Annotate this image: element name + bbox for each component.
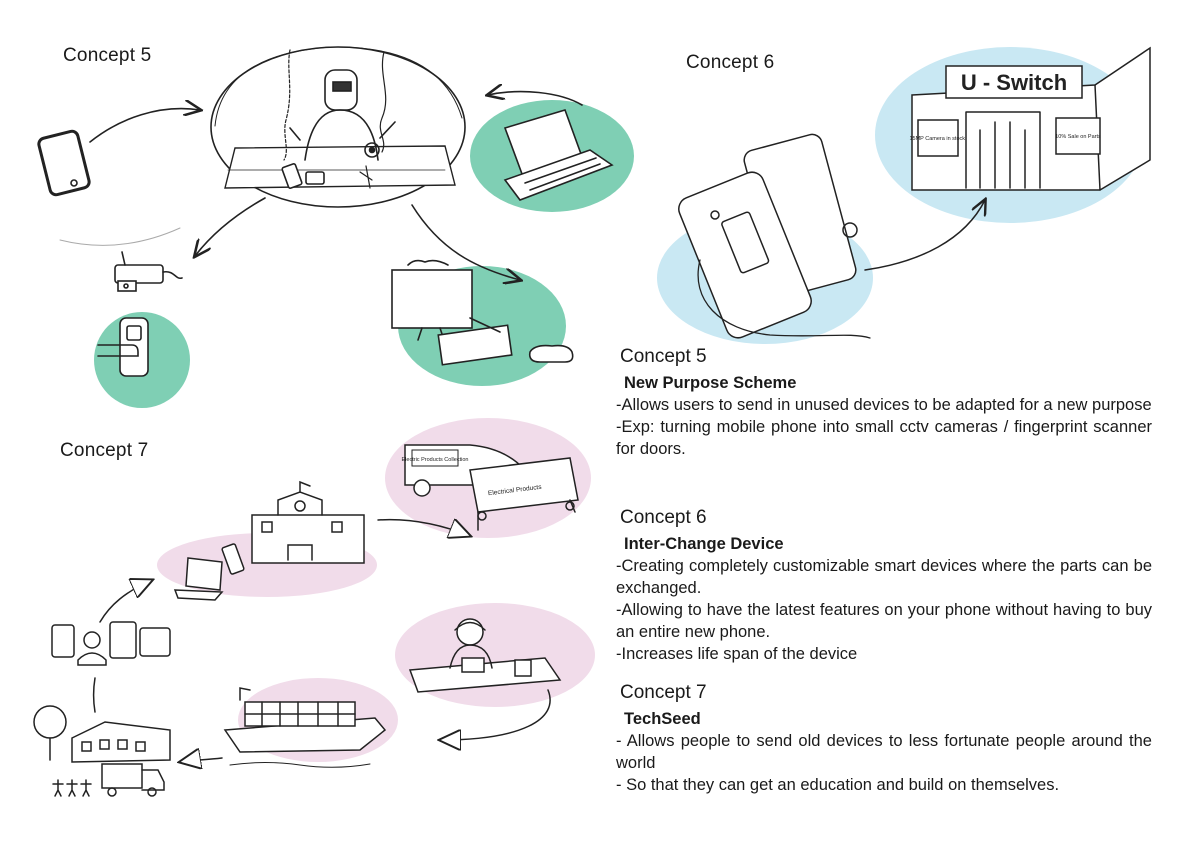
cctv-camera-icon [114,251,183,292]
camera-poster-text: 15MP Camera in stock! [909,136,967,142]
concept5-sketch [37,46,634,408]
arrow-to-cctv [195,197,266,256]
arrow-tablet-to-workshop [89,109,200,143]
projector-screen-icon [391,259,513,366]
concept5-title: Concept 5 [63,45,152,66]
arrow-ship-to-village [180,758,223,762]
concept6-line3: -Increases life span of the device [616,645,858,663]
concept6-description: Concept 6 Inter-Change Device -Creating … [612,507,1152,665]
concept5-subheading: New Purpose Scheme [624,374,797,392]
concept6-sketch [657,46,1151,344]
arrow-phone-to-store [864,200,985,271]
concept5-line1: -Allows users to send in unused devices … [616,396,1152,414]
concept7-sketch [33,418,595,797]
concept5-description: Concept 5 New Purpose Scheme -Allows use… [612,346,1152,460]
concept6-line1: -Creating completely customizable smart … [616,557,1152,597]
concept6-heading: Concept 6 [620,507,707,528]
school-building [251,480,365,564]
concept6-line2: -Allowing to have the latest features on… [616,601,1152,641]
repair-worker [408,618,562,693]
video-call-group [51,621,171,666]
concept5-line2: -Exp: turning mobile phone into small cc… [616,418,1152,458]
concept7-line1: - Allows people to send old devices to l… [616,732,1152,772]
arrow-to-projector [411,204,520,280]
arrow-worker-to-ship [440,689,551,740]
concept7-heading: Concept 7 [620,682,707,703]
van-text: Electric Products Collection [402,457,469,463]
laptop-icon [503,109,614,201]
arrow-to-school [99,580,152,623]
village-scene [33,705,171,797]
store-sign-text: U - Switch [961,70,1067,95]
sale-poster-text: 10% Sale on Parts [1055,134,1101,140]
tablet-icon [37,129,91,197]
arrow-village-up [92,677,96,713]
concept5-heading: Concept 5 [620,346,707,367]
concept7-line2: - So that they can get an education and … [616,776,1060,794]
concept7-subheading: TechSeed [624,710,701,728]
concept6-title: Concept 6 [686,52,775,73]
modular-phone [678,133,858,339]
hand-sketch [697,259,871,339]
cargo-ship [223,687,387,768]
u-switch-store [911,46,1151,191]
fingerprint-door-handle-icon [97,317,149,377]
concept7-title: Concept 7 [60,440,149,461]
arrow-laptop-to-workshop [488,92,583,106]
electrical-bin [469,457,579,531]
arrow-school-to-van [377,520,470,536]
concept7-description: Concept 7 TechSeed - Allows people to se… [612,682,1152,796]
game-controller-icon [528,344,574,363]
laptop-phone-small [173,543,245,601]
concept6-subheading: Inter-Change Device [624,535,784,553]
